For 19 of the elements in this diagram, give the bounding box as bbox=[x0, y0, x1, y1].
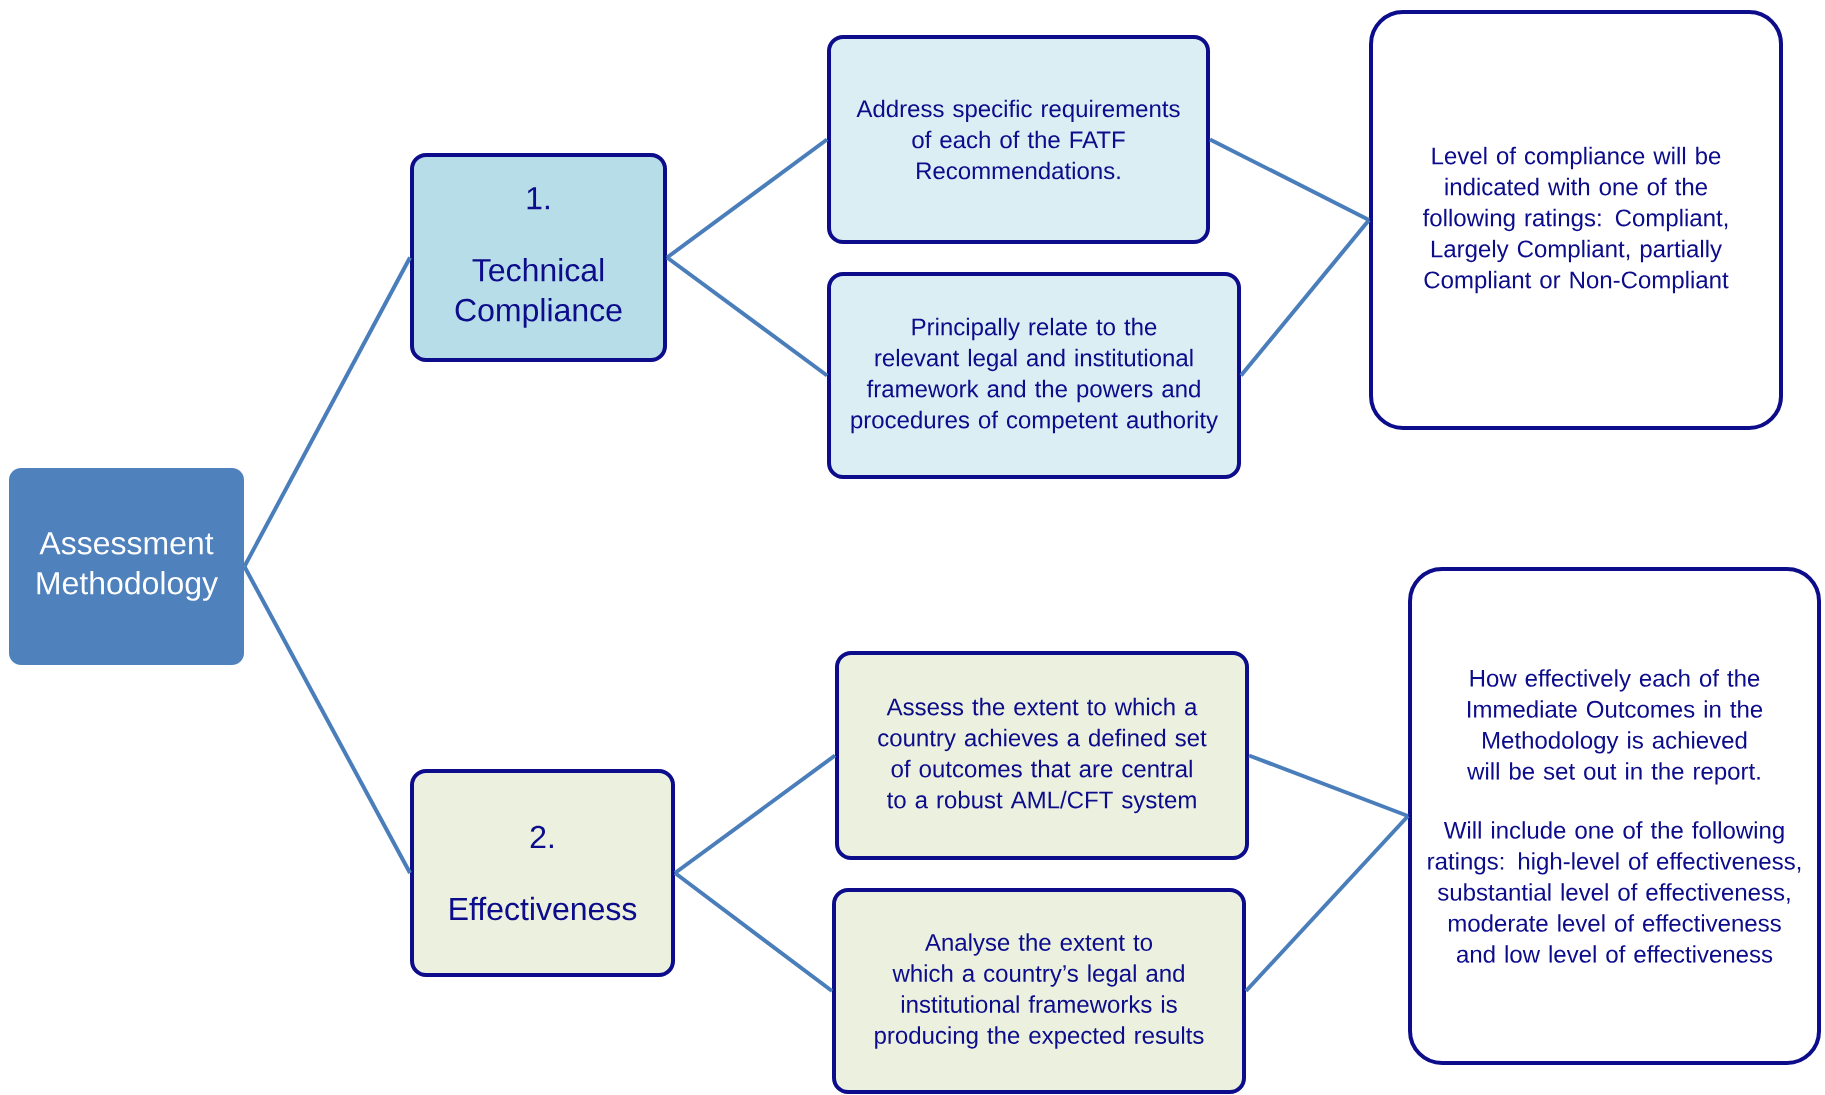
connector-line bbox=[673, 871, 834, 993]
description-box: Principally relate to the relevant legal and institutional framework and the powers and procedures of competent authority bbox=[827, 272, 1241, 479]
connector-line bbox=[665, 137, 829, 260]
description-box: Level of compliance will be indicated with one of the following ratings: Compliant, Largely Compliant, partially Compliant or Non-Compliant bbox=[1369, 10, 1783, 430]
description-box: Assess the extent to which a country achieves a defined set of outcomes that are central to a robust AML/CFT system bbox=[835, 651, 1249, 860]
category-box: 1. Technical Compliance bbox=[410, 153, 667, 362]
connector-line bbox=[1244, 814, 1410, 993]
description-box: Analyse the extent to which a country’s legal and institutional frameworks is producing the expected results bbox=[832, 888, 1246, 1094]
connector-line bbox=[242, 256, 412, 568]
description-box: How effectively each of the Immediate Outcomes in the Methodology is achieved will be set out in the report. Will include one of the following ratings: high-level of effectiveness, substantial level of effectiveness, moderate level of effectiveness and low level of effectiveness bbox=[1408, 567, 1821, 1065]
connector-line bbox=[242, 565, 412, 874]
connector-line bbox=[673, 753, 837, 875]
category-box: 2. Effectiveness bbox=[410, 769, 675, 977]
connector-line bbox=[1209, 137, 1370, 222]
connector-line bbox=[1248, 753, 1409, 818]
connector-line bbox=[665, 255, 829, 378]
description-box: Address specific requirements of each of the FATF Recommendations. bbox=[827, 35, 1210, 244]
connector-line bbox=[1239, 218, 1371, 377]
root-box: Assessment Methodology bbox=[9, 468, 244, 665]
